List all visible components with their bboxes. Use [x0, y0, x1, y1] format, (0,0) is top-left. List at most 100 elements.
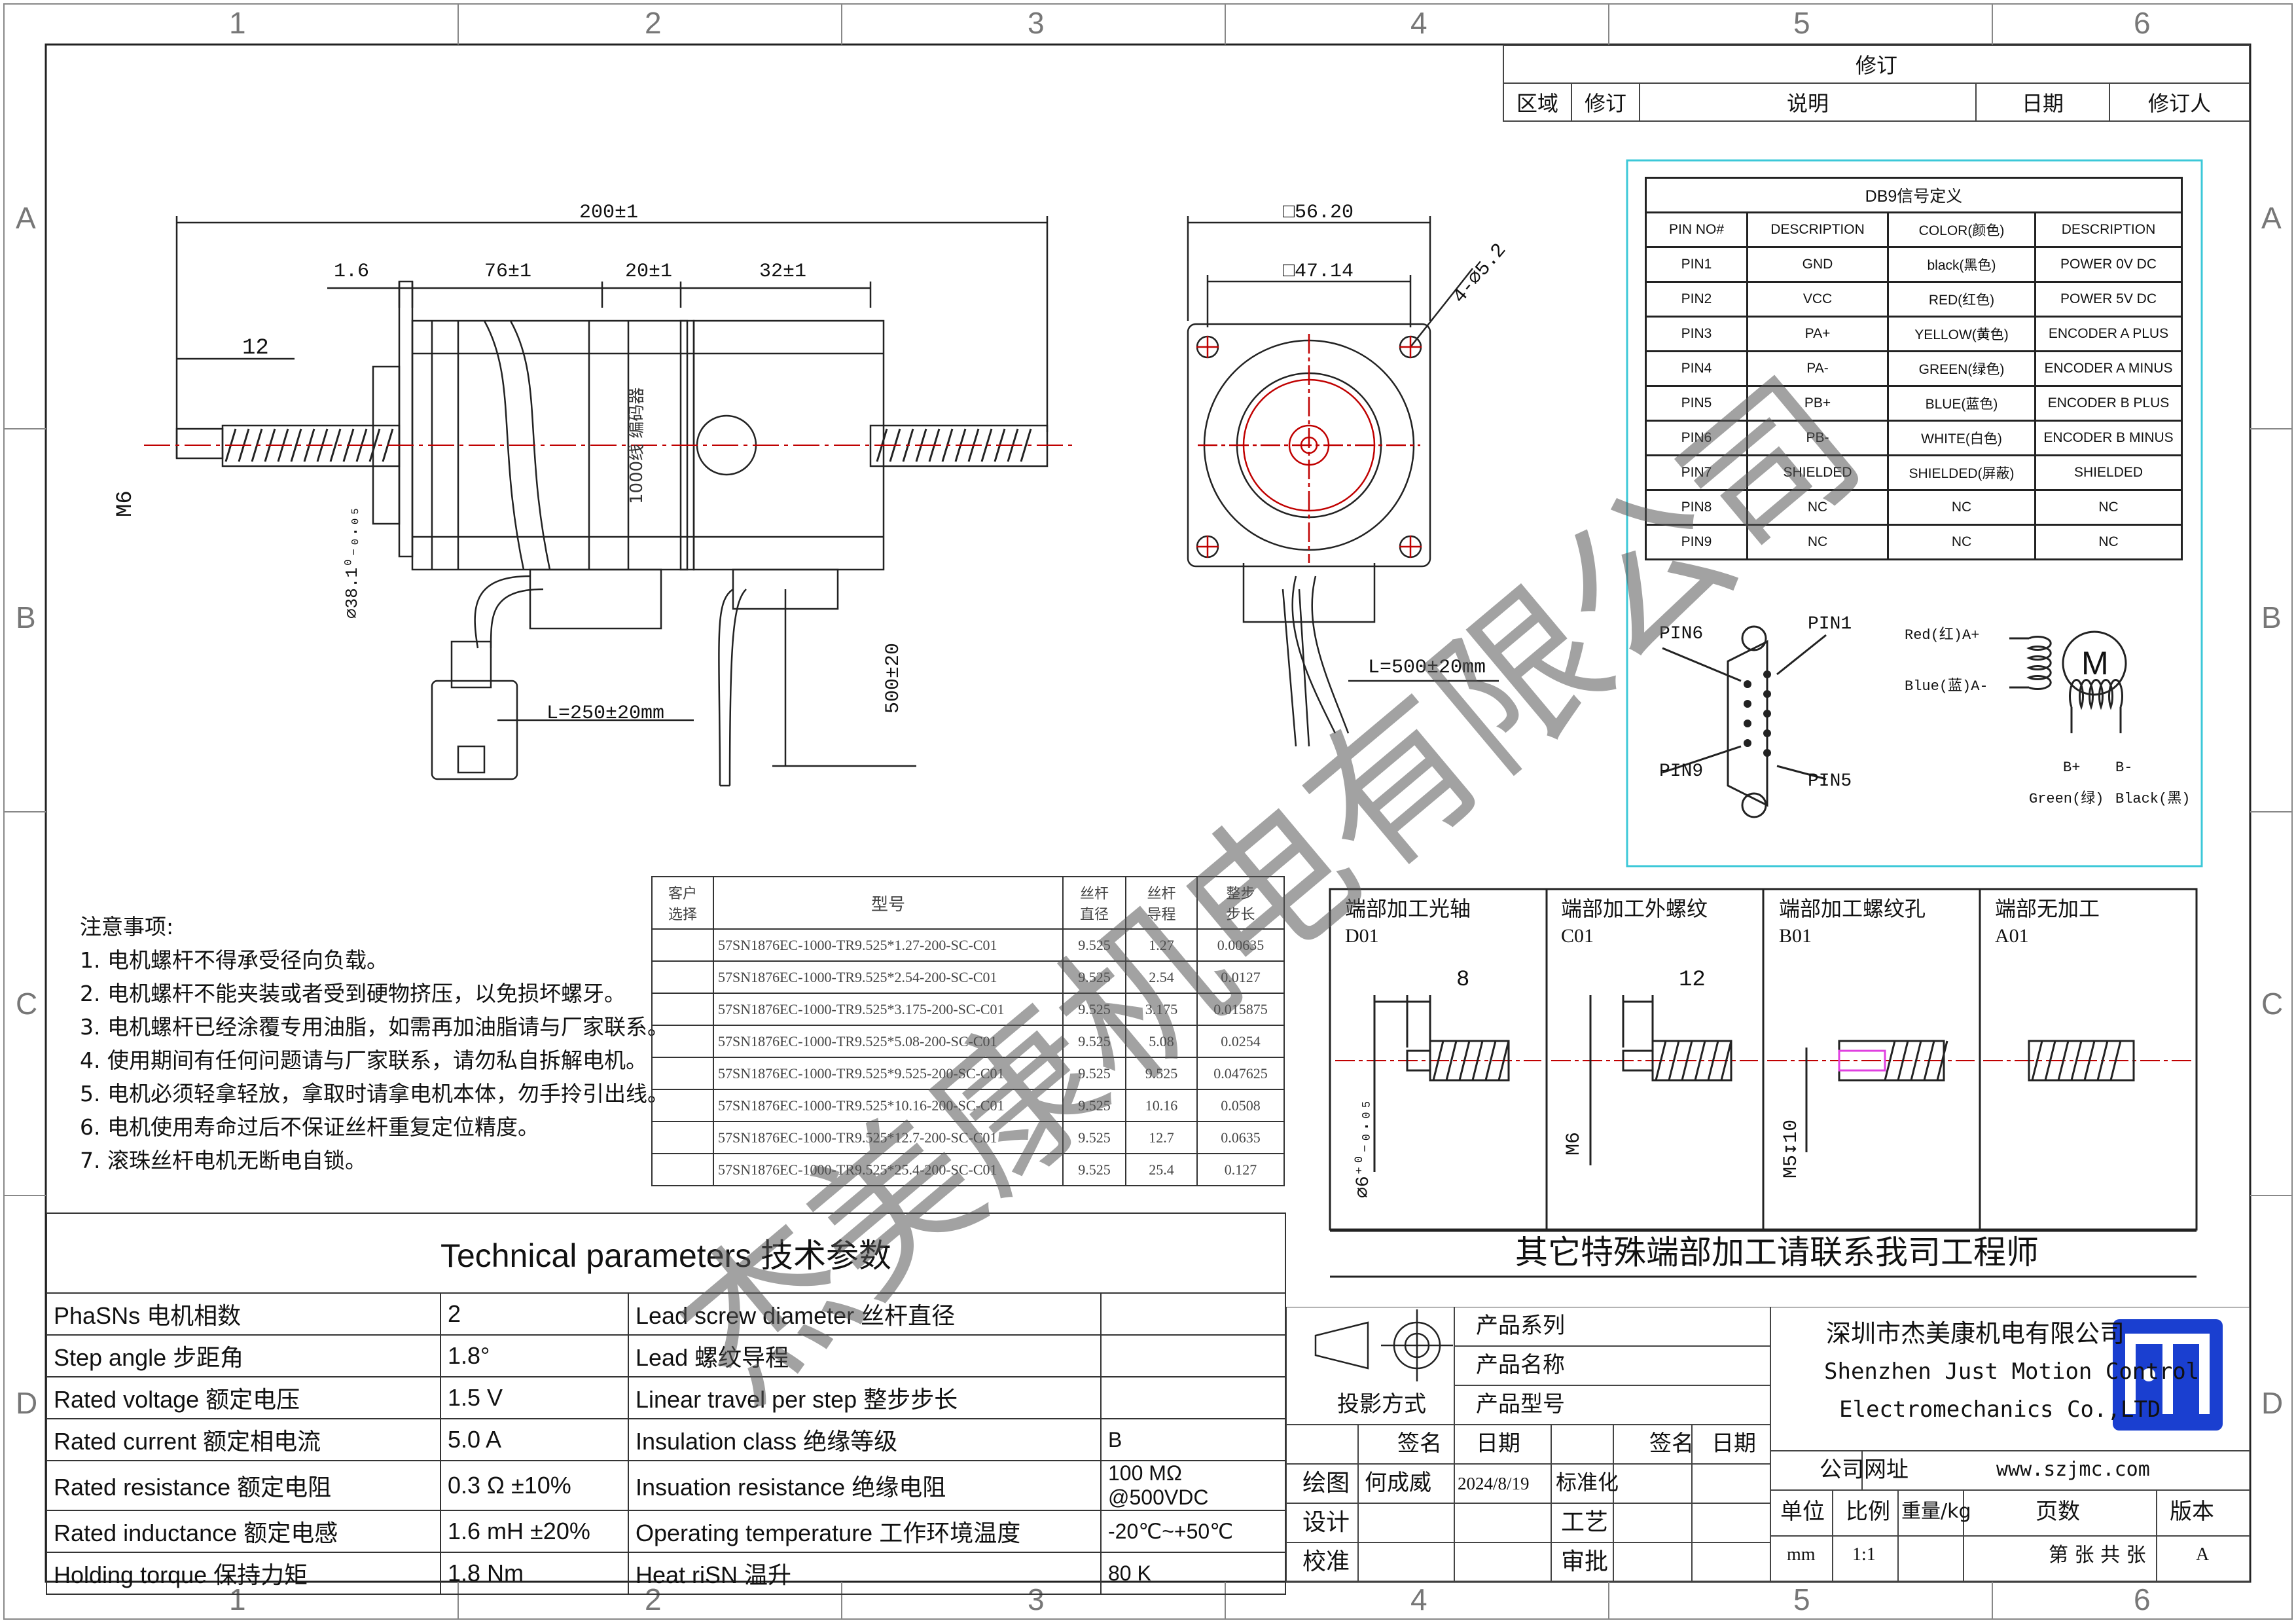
- model-cell-select: [651, 960, 714, 994]
- model-header-model: 型号: [713, 876, 1064, 930]
- model-cell-step: 0.0635: [1196, 1121, 1285, 1154]
- tb-company-en-1: Shenzhen Just Motion Control: [1824, 1359, 2200, 1385]
- tb-process: 工艺: [1561, 1509, 1609, 1536]
- model-cell-dia: 9.525: [1062, 1089, 1126, 1122]
- model-cell-model: 57SN1876EC-1000-TR9.525*1.27-200-SC-C01: [713, 928, 1064, 962]
- zone-row-a-right: A: [2261, 201, 2282, 235]
- note-item: 2. 电机螺杆不能夹装或者受到硬物挤压，以免损坏螺牙。: [80, 981, 626, 1006]
- model-header-select: 客户 选择: [651, 876, 714, 930]
- tech-param-name-2: Operating temperature 工作环境温度: [628, 1510, 1102, 1553]
- db9-cell-pin: PIN9: [1645, 524, 1748, 560]
- model-cell-step: 0.0254: [1196, 1025, 1285, 1058]
- db9-signal-table: DB9信号定义 PIN NO# DESCRIPTION COLOR(颜色) DE…: [1645, 177, 2183, 560]
- model-cell-lead: 2.54: [1125, 960, 1198, 994]
- db9-cell-color: WHITE(白色): [1887, 420, 2036, 456]
- model-cell-select: [651, 1057, 714, 1090]
- end-panel-d01-title: 端部加工光轴: [1345, 896, 1471, 921]
- tb-check: 校准: [1302, 1548, 1350, 1575]
- model-cell-lead: 9.525: [1125, 1057, 1198, 1090]
- db9-cell-desc2: SHIELDED: [2034, 454, 2183, 491]
- title-block: 产品系列 产品名称 产品型号 投影方式 签名 日期 签名 日期 绘图 何成威 2…: [1286, 1307, 2250, 1582]
- model-cell-step: 0.0508: [1196, 1089, 1285, 1122]
- tb-website-label: 公司网址: [1820, 1457, 1909, 1483]
- db9-cell-color: black(黑色): [1887, 246, 2036, 283]
- model-cell-dia: 9.525: [1062, 960, 1126, 994]
- db9-cell-color: RED(红色): [1887, 281, 2036, 318]
- end-panel-a01-code: A01: [1995, 925, 2029, 947]
- encoder-label: 1000线 编码器: [627, 387, 647, 504]
- winding-b-plus: B+: [2063, 759, 2081, 776]
- dim-12: 12: [242, 336, 269, 361]
- revision-header-date: 日期: [1975, 82, 2110, 122]
- notes-section: 注意事项: 1. 电机螺杆不得承受径向负载。 2. 电机螺杆不能夹装或者受到硬物…: [80, 910, 669, 1177]
- note-item: 6. 电机使用寿命过后不保证丝杆重复定位精度。: [80, 1114, 539, 1140]
- end-panel-b01-title: 端部加工螺纹孔: [1779, 896, 1926, 921]
- zone-row-d-left: D: [16, 1386, 38, 1420]
- db9-pin6-label: PIN6: [1659, 624, 1704, 644]
- zone-col-6-bottom: 6: [2134, 1582, 2151, 1616]
- revision-table: 修订 区域 修订 说明 日期 修订人: [1503, 45, 2250, 122]
- db9-cell-desc: PB-: [1746, 420, 1889, 456]
- tb-company-en-2: Electromechanics Co.,LTD: [1839, 1396, 2161, 1423]
- db9-header-color: COLOR(颜色): [1887, 211, 2036, 248]
- tech-param-value-2: [1100, 1334, 1286, 1377]
- tb-date-header: 日期: [1476, 1431, 1520, 1457]
- note-item: 3. 电机螺杆已经涂覆专用油脂，如需再加油脂请与厂家联系。: [80, 1014, 669, 1040]
- tb-scale-val: 1:1: [1852, 1544, 1876, 1565]
- db9-cell-desc: SHIELDED: [1746, 454, 1889, 491]
- model-cell-step: 0.0127: [1196, 960, 1285, 994]
- model-cell-model: 57SN1876EC-1000-TR9.525*12.7-200-SC-C01: [713, 1121, 1064, 1154]
- db9-cell-pin: PIN6: [1645, 420, 1748, 456]
- model-cell-select: [651, 1153, 714, 1186]
- tech-param-name-2: Insulation class 绝缘等级: [628, 1418, 1102, 1461]
- model-cell-select: [651, 928, 714, 962]
- zone-col-5-bottom: 5: [1793, 1582, 1810, 1616]
- zone-col-3-top: 3: [1028, 6, 1045, 40]
- thread-m6: M6: [113, 490, 138, 517]
- dim-1-6: 1.6: [334, 261, 370, 283]
- revision-header-by: 修订人: [2109, 82, 2250, 122]
- zone-row-d-right: D: [2261, 1386, 2284, 1420]
- model-cell-step: 0.127: [1196, 1153, 1285, 1186]
- winding-a-plus: Red(红)A+: [1905, 627, 1980, 644]
- db9-pin9-label: PIN9: [1659, 761, 1704, 782]
- winding-green: Green(绿): [2029, 791, 2104, 807]
- tb-pages-val: 第 张 共 张: [2049, 1544, 2146, 1567]
- revision-header-rev: 修订: [1571, 82, 1640, 122]
- zone-col-1-top: 1: [229, 6, 246, 40]
- note-item: 4. 使用期间有任何问题请与厂家联系，请勿私自拆解电机。: [80, 1048, 647, 1073]
- db9-header-desc: DESCRIPTION: [1746, 211, 1889, 248]
- tech-param-value-2: 100 MΩ @500VDC: [1100, 1460, 1286, 1511]
- db9-cell-pin: PIN4: [1645, 350, 1748, 387]
- model-cell-select: [651, 1089, 714, 1122]
- db9-cell-desc2: ENCODER A PLUS: [2034, 316, 2183, 352]
- tb-unit-val: mm: [1787, 1544, 1816, 1565]
- tb-standard: 标准化: [1556, 1470, 1619, 1495]
- tech-param-value-2: [1100, 1376, 1286, 1419]
- encoder-cable-length: L=250±20mm: [547, 702, 665, 725]
- model-cell-lead: 5.08: [1125, 1025, 1198, 1058]
- model-cell-lead: 1.27: [1125, 928, 1198, 962]
- db9-cell-pin: PIN7: [1645, 454, 1748, 491]
- tb-sign-header-2: 签名: [1649, 1431, 1694, 1457]
- model-cell-model: 57SN1876EC-1000-TR9.525*25.4-200-SC-C01: [713, 1153, 1064, 1186]
- zone-row-a-left: A: [16, 201, 36, 235]
- model-cell-dia: 9.525: [1062, 1057, 1126, 1090]
- db9-cell-pin: PIN1: [1645, 246, 1748, 283]
- db9-title: DB9信号定义: [1645, 177, 2183, 213]
- model-cell-model: 57SN1876EC-1000-TR9.525*5.08-200-SC-C01: [713, 1025, 1064, 1058]
- tech-param-value-2: -20℃~+50℃: [1100, 1510, 1286, 1553]
